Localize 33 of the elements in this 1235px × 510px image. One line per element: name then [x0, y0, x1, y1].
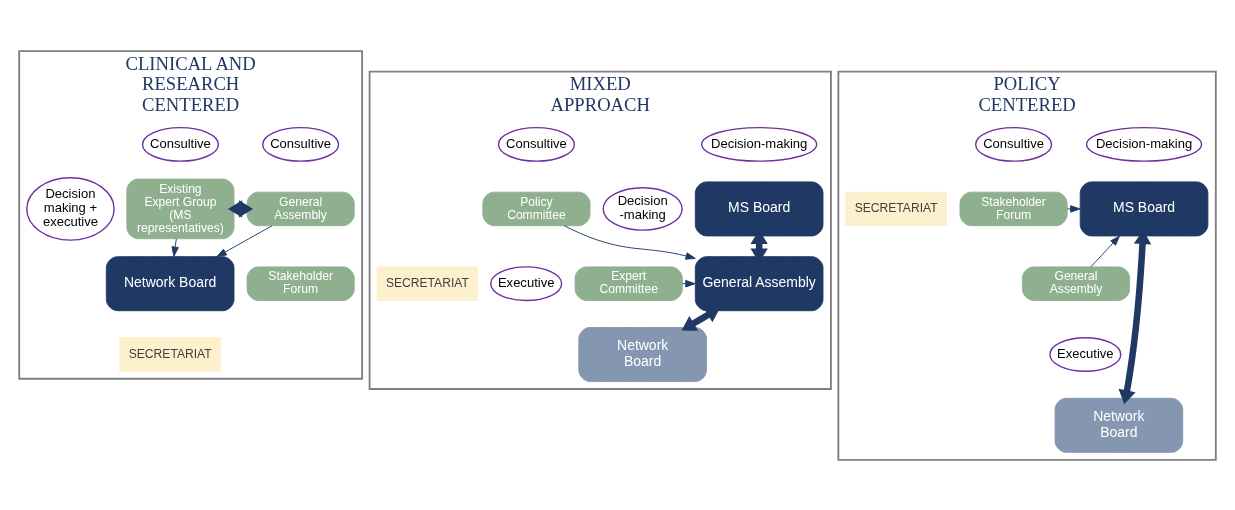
arrow: [216, 224, 273, 257]
node-box: Expert Committee: [574, 265, 683, 301]
node-ellipse: Consultive: [141, 126, 220, 162]
node-ellipse: Decision making + executive: [26, 176, 115, 241]
node-box: SECRETARIAT: [119, 336, 221, 372]
node-ellipse: Decision-making: [1085, 126, 1203, 162]
node-ellipse: Consultive: [262, 126, 340, 162]
node-box: Stakeholder Forum: [246, 265, 355, 301]
node-box: Policy Committee: [482, 191, 591, 226]
node-ellipse: Executive: [1049, 336, 1122, 372]
node-box: MS Board: [1079, 180, 1209, 236]
node-box: SECRETARIAT: [845, 191, 947, 226]
arrow: [563, 224, 696, 260]
arrow: [1066, 204, 1081, 213]
node-ellipse: Decision-making: [701, 126, 818, 162]
node-box: Stakeholder Forum: [959, 191, 1068, 226]
node-ellipse: Decision -making: [602, 186, 683, 231]
node-box: Existing Expert Group (MS representatives): [126, 178, 235, 239]
node-ellipse: Consultive: [497, 126, 576, 162]
node-box: General Assembly: [1021, 265, 1131, 301]
node-box: Network Board: [1054, 397, 1184, 453]
arrow: [227, 199, 254, 218]
node-box: General Assembly: [694, 255, 824, 311]
arrow: [171, 238, 179, 257]
arrow: [682, 279, 696, 287]
node-box: Network Board: [578, 326, 707, 382]
node-box: MS Board: [694, 180, 824, 236]
arrow: [1090, 235, 1120, 267]
node-box: SECRETARIAT: [376, 265, 479, 301]
node-ellipse: Executive: [490, 265, 563, 301]
node-ellipse: Consultive: [974, 126, 1053, 162]
node-box: Network Board: [105, 255, 235, 311]
node-box: General Assembly: [246, 191, 355, 226]
